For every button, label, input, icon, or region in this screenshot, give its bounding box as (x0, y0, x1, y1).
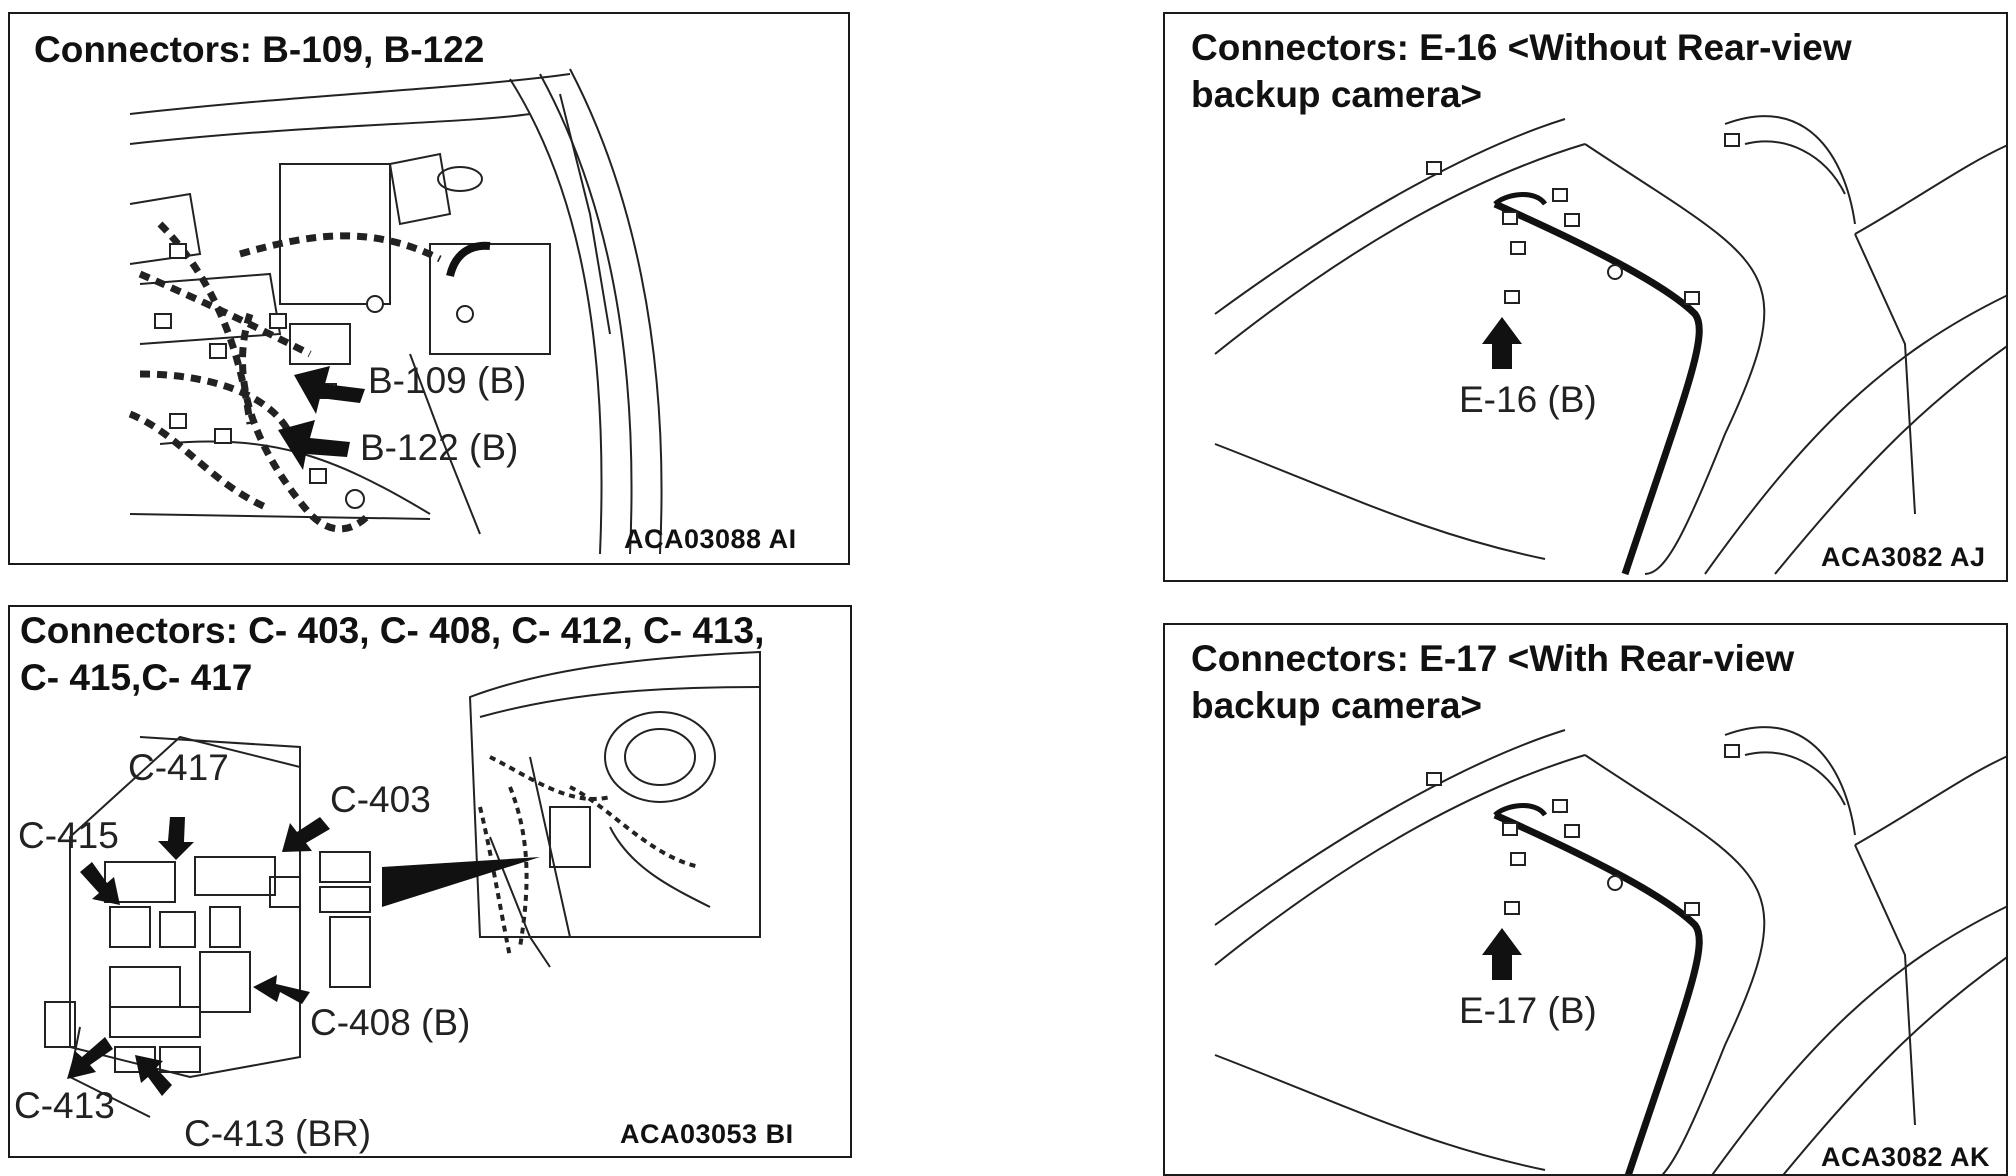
panel-title: Connectors: B-109, B-122 (34, 29, 485, 70)
figure-code: ACA3082 AJ (1821, 542, 1986, 572)
callout-c413: C-413 (14, 1085, 115, 1126)
callout-b122: B-122 (B) (360, 427, 519, 468)
engine-compartment-illustration (128, 68, 663, 555)
figure-code: ACA03053 BI (620, 1119, 794, 1149)
callout-e16: E-16 (B) (1459, 379, 1597, 420)
panel-connector-e16: Connectors: E-16 <Without Rear-view back… (1163, 12, 2008, 582)
callout-c408: C-408 (B) (310, 1002, 471, 1043)
panel-connectors-b109-b122: Connectors: B-109, B-122 B-109 (B) B-122… (8, 12, 850, 565)
callout-e17: E-17 (B) (1459, 990, 1597, 1031)
panel-title: Connectors: C- 403, C- 408, C- 412, C- 4… (20, 610, 765, 698)
callout-c415: C-415 (18, 815, 119, 856)
figure-code: ACA3082 AK (1821, 1142, 1991, 1172)
panel-title: Connectors: E-16 <Without Rear-view back… (1191, 27, 1852, 115)
panel-connector-e17: Connectors: E-17 <With Rear-view backup … (1163, 623, 2008, 1176)
panel-title: Connectors: E-17 <With Rear-view backup … (1191, 638, 1795, 726)
callout-b109: B-109 (B) (368, 360, 527, 401)
junction-block-illustration (44, 650, 761, 1118)
windshield-harness-illustration (1214, 115, 2006, 576)
panel-connectors-c403-c417: Connectors: C- 403, C- 408, C- 412, C- 4… (8, 605, 852, 1158)
figure-code: ACA03088 AI (624, 524, 797, 554)
windshield-harness-illustration (1214, 726, 2006, 1174)
callout-c413-br: C-413 (BR) (184, 1113, 372, 1154)
callout-c403: C-403 (330, 779, 431, 820)
callout-c417: C-417 (128, 747, 229, 788)
